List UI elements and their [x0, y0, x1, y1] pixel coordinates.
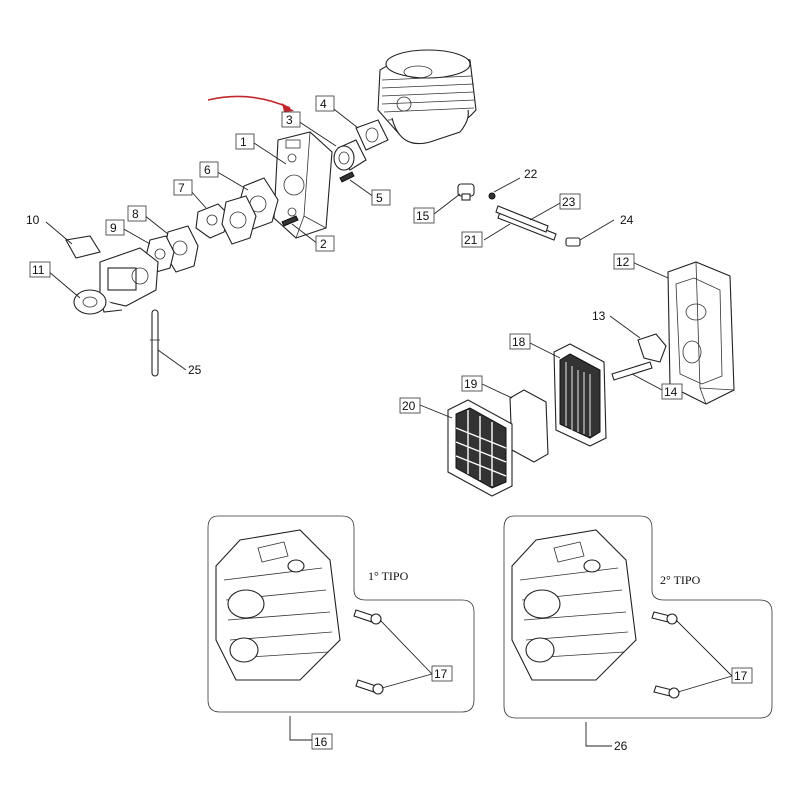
- svg-text:8: 8: [132, 207, 139, 221]
- callout-10: 10: [26, 213, 40, 227]
- svg-text:7: 7: [178, 181, 185, 195]
- callout-1: 1: [235, 133, 255, 150]
- leader-lines: [45, 105, 733, 747]
- svg-text:23: 23: [562, 195, 576, 209]
- filter-element-18: [553, 343, 607, 447]
- variant-label-1-tipo: 1° TIPO: [368, 569, 409, 583]
- callout-3: 3: [281, 111, 301, 128]
- callout-11: 11: [29, 261, 51, 278]
- callout-5: 5: [371, 189, 391, 206]
- svg-text:14: 14: [664, 385, 678, 399]
- bracket-7: [195, 203, 231, 239]
- svg-text:12: 12: [616, 255, 630, 269]
- svg-text:19: 19: [464, 377, 478, 391]
- callout-9: 9: [105, 219, 125, 236]
- svg-text:11: 11: [32, 263, 45, 277]
- svg-text:10: 10: [26, 213, 40, 227]
- variant-box-2-tipo: [503, 515, 773, 719]
- variant-label-2-tipo: 2° TIPO: [660, 573, 701, 587]
- callout-19: 19: [461, 375, 483, 392]
- screw-14: [611, 361, 653, 381]
- fitting-15: [457, 183, 475, 201]
- bracket-13: [637, 333, 667, 363]
- callout-7: 7: [173, 179, 193, 196]
- filter-grid-20: [447, 399, 513, 497]
- screw-5: [339, 171, 355, 183]
- callout-20: 20: [399, 397, 421, 414]
- svg-text:5: 5: [376, 191, 383, 205]
- svg-text:15: 15: [416, 209, 430, 223]
- svg-text:9: 9: [110, 221, 117, 235]
- intake-manifold-3: [333, 139, 367, 171]
- callout-23: 23: [559, 193, 581, 210]
- callout-17a: 17: [431, 665, 453, 682]
- clip-22: [488, 192, 496, 200]
- svg-text:21: 21: [464, 233, 478, 247]
- callout-18: 18: [509, 333, 531, 350]
- fuel-line-25: [150, 309, 160, 377]
- svg-text:6: 6: [204, 163, 211, 177]
- callout-14: 14: [661, 383, 683, 400]
- callout-2: 2: [315, 235, 335, 252]
- svg-text:4: 4: [320, 97, 327, 111]
- air-filter-base-12: [667, 261, 735, 405]
- svg-text:24: 24: [620, 213, 634, 227]
- gasket-9: [163, 225, 199, 273]
- svg-text:16: 16: [314, 735, 328, 749]
- filter-pad-19: [509, 389, 549, 463]
- callout-4: 4: [315, 95, 335, 112]
- svg-text:18: 18: [512, 335, 526, 349]
- carburetor-part: [65, 235, 159, 313]
- svg-text:20: 20: [402, 399, 416, 413]
- callout-8: 8: [127, 205, 147, 222]
- rod-21-23: [495, 205, 557, 241]
- gasket-4: [355, 119, 389, 151]
- screw-2: [281, 215, 299, 227]
- callout-16: 16: [311, 733, 333, 750]
- svg-text:17: 17: [434, 667, 448, 681]
- flange-1: [273, 131, 333, 239]
- svg-text:13: 13: [592, 309, 606, 323]
- gasket-8: [221, 195, 257, 245]
- svg-text:2: 2: [320, 237, 327, 251]
- callout-25: 25: [188, 363, 202, 377]
- callout-22: 22: [524, 167, 538, 181]
- variant-box-1-tipo: [207, 515, 475, 713]
- callout-21: 21: [461, 231, 483, 248]
- gasket-11: [73, 289, 107, 315]
- svg-text:25: 25: [188, 363, 202, 377]
- svg-text:1: 1: [240, 135, 247, 149]
- callout-13: 13: [592, 309, 606, 323]
- red-pointer-arrow: [207, 95, 294, 112]
- svg-text:22: 22: [524, 167, 538, 181]
- svg-text:3: 3: [286, 113, 293, 127]
- callout-12: 12: [613, 253, 635, 270]
- callout-17b: 17: [731, 667, 753, 684]
- cylinder-part: [377, 49, 477, 145]
- callout-6: 6: [199, 161, 219, 178]
- callout-26: 26: [614, 739, 628, 753]
- callout-15: 15: [413, 207, 435, 224]
- valve-24: [565, 237, 581, 247]
- svg-text:26: 26: [614, 739, 628, 753]
- callout-24: 24: [620, 213, 634, 227]
- svg-text:17: 17: [734, 669, 748, 683]
